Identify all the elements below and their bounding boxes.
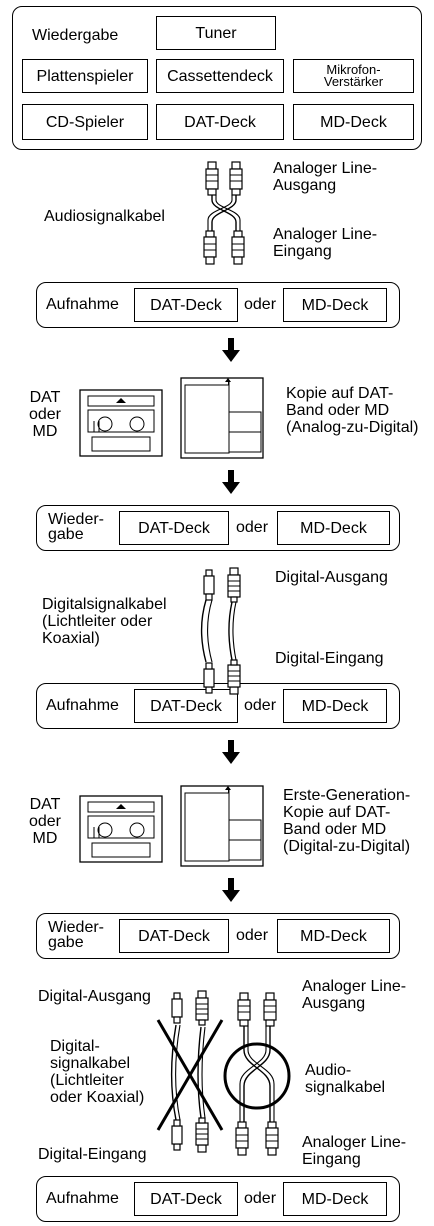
prohibited-analog-in-label: Analoger Line- Eingang <box>302 1134 407 1168</box>
dat-cassette-icon-2 <box>79 795 163 863</box>
playback-label-3: Wieder- gabe <box>48 919 105 951</box>
minidisc-icon-1 <box>180 377 264 459</box>
playback-dat-deck-2: DAT-Deck <box>119 511 229 545</box>
analog-cable-icon <box>203 161 245 265</box>
mikrofon-verstaerker-box: Mikrofon- Verstärker <box>293 59 414 93</box>
prohibited-digital-cable-label: Digital- signalkabel (Lichtleiter oder K… <box>50 1038 145 1106</box>
analog-line-out-label: Analoger Line- Ausgang <box>273 160 378 194</box>
prohibited-digital-cable-icon <box>156 990 224 1153</box>
prohibited-digital-in-label: Digital-Eingang <box>38 1146 147 1163</box>
dat-cassette-icon-1 <box>79 389 163 457</box>
digital-in-label: Digital-Eingang <box>275 650 384 667</box>
digital-cable-icon <box>200 567 241 695</box>
cassettendeck-box: Cassettendeck <box>156 59 284 93</box>
playback-label-2: Wieder- gabe <box>48 511 105 543</box>
record-md-deck-2: MD-Deck <box>283 689 387 723</box>
down-arrow-2 <box>222 470 240 494</box>
oder-label-4: oder <box>236 927 269 944</box>
record-dat-deck-2: DAT-Deck <box>134 689 238 723</box>
dat-deck-box: DAT-Deck <box>156 104 284 140</box>
down-arrow-3 <box>222 740 240 764</box>
record-label-1: Aufnahme <box>46 296 119 313</box>
minidisc-icon-2 <box>180 785 264 867</box>
prohibited-audio-cable-label: Audio- signalkabel <box>305 1062 386 1096</box>
prohibited-digital-out-label: Digital-Ausgang <box>38 988 151 1005</box>
cd-spieler-box: CD-Spieler <box>22 104 148 140</box>
md-deck-box: MD-Deck <box>293 104 414 140</box>
playback-md-deck-3: MD-Deck <box>277 919 390 953</box>
record-md-deck-1: MD-Deck <box>283 288 387 322</box>
plattenspieler-box: Plattenspieler <box>22 59 148 93</box>
record-dat-deck-3: DAT-Deck <box>134 1182 238 1216</box>
record-label-2: Aufnahme <box>46 697 119 714</box>
oder-label-1: oder <box>244 296 277 313</box>
down-arrow-4 <box>222 878 240 902</box>
oder-label-2: oder <box>236 519 269 536</box>
record-label-3: Aufnahme <box>46 1190 119 1207</box>
record-md-deck-3: MD-Deck <box>283 1182 387 1216</box>
wiedergabe-label: Wiedergabe <box>32 27 119 44</box>
record-dat-deck-1: DAT-Deck <box>134 288 238 322</box>
digital-signal-cable-label: Digitalsignalkabel (Lichtleiter oder Koa… <box>42 596 167 647</box>
playback-dat-deck-3: DAT-Deck <box>119 919 229 953</box>
digital-out-label: Digital-Ausgang <box>275 569 388 586</box>
prohibited-analog-out-label: Analoger Line- Ausgang <box>302 978 407 1012</box>
analog-line-in-label: Analoger Line- Eingang <box>273 226 378 260</box>
oder-label-3: oder <box>244 697 277 714</box>
audio-signal-cable-label: Audiosignalkabel <box>44 208 165 225</box>
media-label-2: DAT oder MD <box>28 796 62 847</box>
prohibited-audio-cable-icon <box>223 992 291 1156</box>
media-label-1: DAT oder MD <box>28 389 62 440</box>
copy-caption-2: Erste-Generation- Kopie auf DAT- Band od… <box>283 787 411 855</box>
oder-label-5: oder <box>244 1190 277 1207</box>
playback-md-deck-2: MD-Deck <box>277 511 390 545</box>
copy-caption-1: Kopie auf DAT- Band oder MD (Analog-zu-D… <box>286 385 419 436</box>
tuner-box: Tuner <box>156 16 276 50</box>
down-arrow-1 <box>222 338 240 362</box>
